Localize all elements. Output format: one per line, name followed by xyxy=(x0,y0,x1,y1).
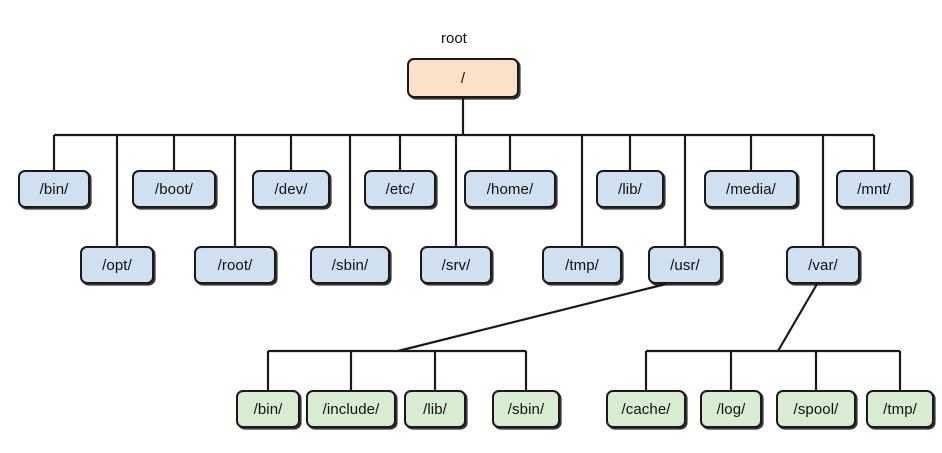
node-dev[interactable]: /dev/ xyxy=(252,170,330,208)
node-tmp[interactable]: /tmp/ xyxy=(542,246,622,284)
node-usr-lib[interactable]: /lib/ xyxy=(404,390,466,428)
node-etc[interactable]: /etc/ xyxy=(364,170,436,208)
node-sbin[interactable]: /sbin/ xyxy=(310,246,390,284)
node-usr-include[interactable]: /include/ xyxy=(306,390,396,428)
node-home[interactable]: /home/ xyxy=(464,170,556,208)
edge-usr-diagonal xyxy=(397,282,667,353)
node-opt[interactable]: /opt/ xyxy=(80,246,154,284)
node-mnt[interactable]: /mnt/ xyxy=(836,170,912,208)
node-usr-sbin[interactable]: /sbin/ xyxy=(492,390,560,428)
node-srv[interactable]: /srv/ xyxy=(420,246,492,284)
node-lib[interactable]: /lib/ xyxy=(596,170,664,208)
node-var[interactable]: /var/ xyxy=(786,246,860,284)
node-root-dir[interactable]: /root/ xyxy=(194,246,276,284)
node-usr[interactable]: /usr/ xyxy=(648,246,722,284)
node-boot[interactable]: /boot/ xyxy=(132,170,216,208)
node-media[interactable]: /media/ xyxy=(704,170,798,208)
node-var-tmp[interactable]: /tmp/ xyxy=(866,390,934,428)
node-bin[interactable]: /bin/ xyxy=(18,170,90,208)
node-var-cache[interactable]: /cache/ xyxy=(606,390,686,428)
node-var-spool[interactable]: /spool/ xyxy=(776,390,856,428)
node-usr-bin[interactable]: /bin/ xyxy=(236,390,300,428)
edge-var-diagonal xyxy=(777,283,818,352)
root-caption: root xyxy=(441,30,467,47)
node-var-log[interactable]: /log/ xyxy=(700,390,762,428)
node-root[interactable]: / xyxy=(407,58,519,98)
